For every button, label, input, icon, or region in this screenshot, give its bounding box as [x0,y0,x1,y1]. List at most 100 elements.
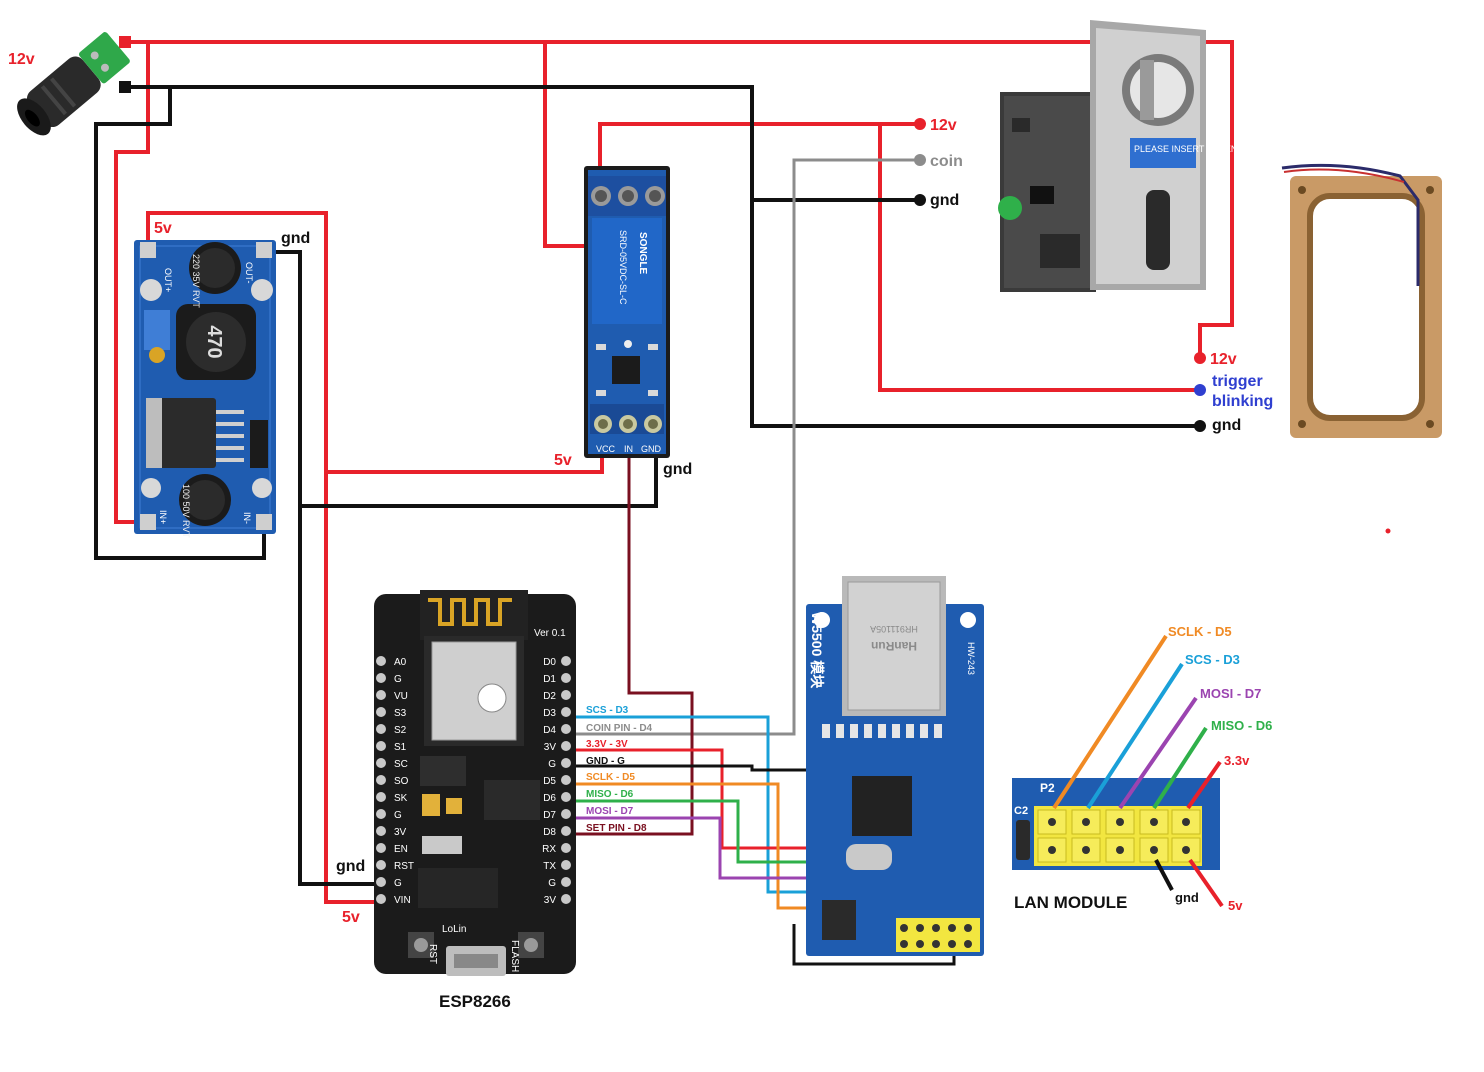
conn-coin: COIN PIN - D4 [586,723,653,734]
coin-signal-label: coin [930,153,963,170]
buck-in-plus-silk: IN+ [158,510,168,524]
dc-power-jack [17,32,130,136]
esp-title: ESP8266 [439,992,511,1011]
wires [94,40,1234,966]
wire-12v-to-buck [114,42,150,524]
esp-pin-left: G [394,810,402,821]
relay-gnd-silk: GND [641,444,662,454]
lan-pin-sclk: SCLK - D5 [1168,624,1232,639]
lan-c2-silk: C2 [1014,805,1028,817]
esp-pin-left: S1 [394,742,407,753]
esp-pin-right: RX [542,844,556,855]
esp-flash-button-silk: FLASH [509,940,520,972]
buck-cap1-silk: 220 35V RVT [191,254,201,308]
esp-brand-silk: LoLin [442,924,466,935]
conn-3v3: 3.3V - 3V [586,739,628,750]
wire-set-pin [560,428,694,836]
buck-in-minus-silk: IN- [242,512,252,524]
esp-pin-right: TX [543,861,556,872]
esp-pin-left: RST [394,861,414,872]
buck-cap2-silk: 100 50V RVT [181,484,191,538]
esp-pin-left: G [394,674,402,685]
relay-module: SRD-05VDC-SL-C SONGLE VCC IN GND [584,166,670,458]
wire-gnd-jack-loop [94,87,266,560]
esp-pin-right: D7 [543,810,556,821]
conn-mosi: MOSI - D7 [586,806,634,817]
coin-12v-label: 12v [930,117,957,134]
esp-pin-left: EN [394,844,408,855]
wire-gnd-main [125,85,1200,428]
esp-pin-left: G [394,878,402,889]
w5500-side-silk: HW-243 [966,642,976,675]
relay-gnd-label: gnd [663,461,692,478]
esp-pin-left: S3 [394,708,407,719]
esp-pin-right: D2 [543,691,556,702]
relay-model-silk: SRD-05VDC-SL-C [618,230,628,305]
esp-5v-label: 5v [342,909,360,926]
esp-pin-right: 3V [544,742,557,753]
lan-pin-scs: SCS - D3 [1185,652,1240,667]
wire-5v-buck-out [146,211,378,904]
w5500-module: HanRun HR911105A W5500 模块 HW-243 [806,576,984,956]
conn-sclk: SCLK - D5 [586,772,635,783]
esp-gnd-label: gnd [336,858,365,875]
wire-gnd-buck-out [264,250,378,886]
esp-left-pin-holes [376,656,386,904]
led-frame [1281,163,1442,438]
lan-header-pins [1037,809,1201,863]
esp-pin-right: D8 [543,827,556,838]
esp-pin-right: D0 [543,657,556,668]
esp-pin-left: VIN [394,895,411,906]
conn-miso: MISO - D6 [586,789,634,800]
esp-pin-right: 3V [544,895,557,906]
buck-5v-label: 5v [154,220,172,237]
conn-gnd: GND - G [586,756,625,767]
esp-pin-right: G [548,878,556,889]
lan-module: P2 C2 [1012,778,1220,870]
esp-pin-right: G [548,759,556,770]
lan-p2-silk: P2 [1040,781,1055,795]
lan-pin-5v: 5v [1228,898,1243,913]
w5500-header [896,918,980,952]
buck-regulator-legs [216,410,244,462]
coin-acceptor: PLEASE INSERT TOKEN [998,20,1237,292]
relay-vcc-silk: VCC [596,444,616,454]
jack-12v-label: 12v [8,51,35,68]
lan-pin-mosi: MOSI - D7 [1200,686,1261,701]
relay-in-silk: IN [624,444,633,454]
relay-5v-label: 5v [554,452,572,469]
w5500-jack-code: HR911105A [870,624,918,634]
frame-12v-label: 12v [1210,351,1237,368]
esp-pin-left: SK [394,793,408,804]
esp-rst-button-silk: RST [427,944,438,964]
lan-pin-wires [1052,634,1224,908]
buck-gnd-label: gnd [281,230,310,247]
frame-trigger-label: trigger [1212,373,1263,390]
esp-pin-left: 3V [394,827,407,838]
esp-pin-left: A0 [394,657,407,668]
esp-pin-right: D3 [543,708,556,719]
buck-inductor-label: 470 [203,325,225,358]
esp-pin-right: D5 [543,776,556,787]
wire-terminals [119,36,1391,534]
esp-pin-left: SC [394,759,408,770]
esp-pin-right: D1 [543,674,556,685]
frame-gnd-label: gnd [1212,417,1241,434]
buck-out-minus-silk: OUT- [244,262,254,284]
buck-converter: 470 OUT+ OUT- IN+ IN- 220 35V RVT 100 50… [134,240,276,538]
coin-gnd-label: gnd [930,192,959,209]
lan-pin-miso: MISO - D6 [1211,718,1272,733]
conn-scs: SCS - D3 [586,705,629,716]
esp-version-silk: Ver 0.1 [534,628,566,639]
esp8266-board: A0 G VU S3 S2 S1 SC SO SK G 3V EN RST G … [374,590,576,976]
esp-pin-left: SO [394,776,409,787]
conn-set-pin: SET PIN - D8 [586,823,647,834]
relay-brand-silk: SONGLE [637,232,648,275]
lan-pin-gnd: gnd [1175,890,1199,905]
wire-relay-to-trigger [878,124,1200,392]
wire-12v-main [125,40,1234,358]
w5500-smd-row [822,724,942,738]
w5500-jack-brand: HanRun [871,639,917,653]
w5500-silk-title: W5500 模块 [809,612,825,689]
